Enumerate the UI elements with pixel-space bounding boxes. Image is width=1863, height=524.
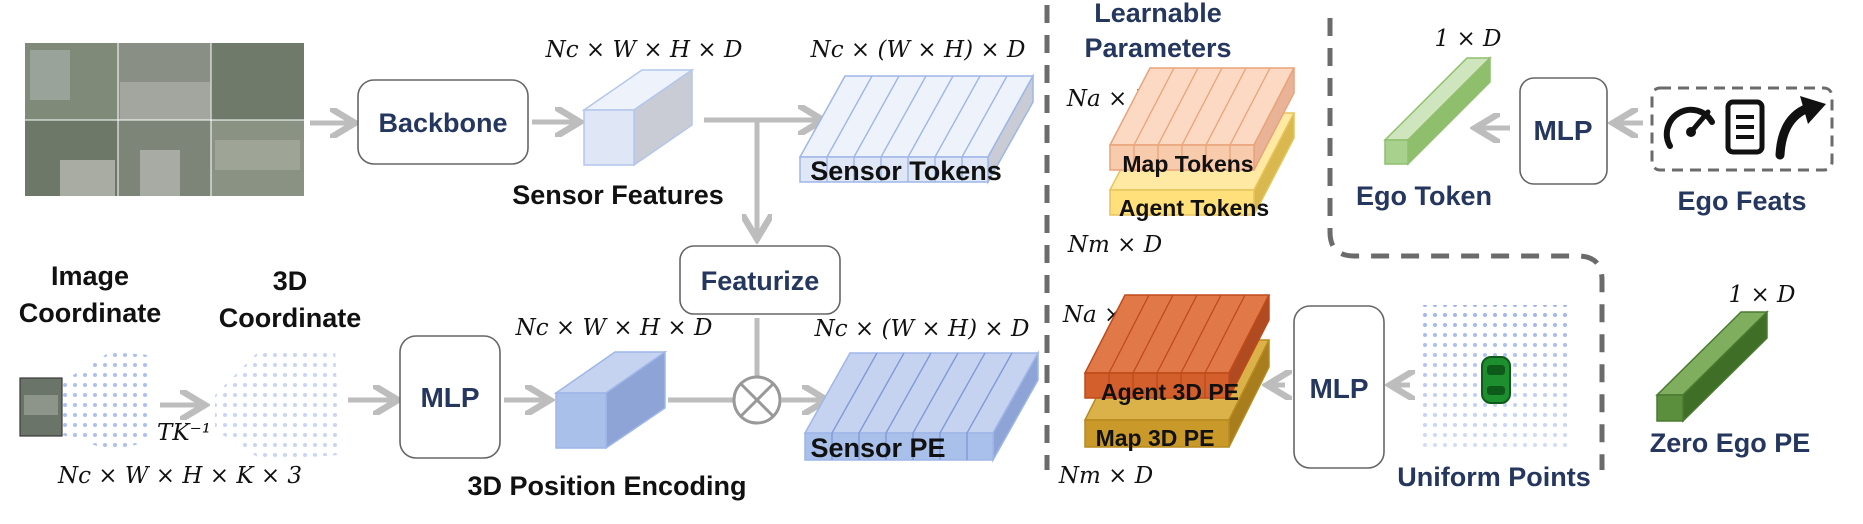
document-icon (1725, 99, 1765, 155)
map-tokens-slab (1108, 67, 1296, 171)
image-coordinate-label-2: Coordinate (19, 298, 162, 328)
ego-feats-label: Ego Feats (1677, 186, 1806, 216)
uniform-points-label: Uniform Points (1397, 462, 1591, 492)
coord3d-label-2: Coordinate (219, 303, 362, 333)
agent-3d-pe-label: Agent 3D PE (1101, 379, 1239, 405)
sensor-tokens-slab (798, 73, 1035, 185)
mlp-label-left: MLP (420, 382, 479, 413)
coord3d-label-1: 3D (273, 266, 308, 296)
mlp-label-middle: MLP (1309, 373, 1368, 404)
mlp-box-left: MLP (399, 335, 501, 459)
backbone-label: Backbone (378, 108, 507, 138)
coord-dims-label: Nc × W × H × K × 3 (57, 463, 302, 489)
ego-token-prism (1383, 56, 1492, 166)
mlp-box-ego: MLP (1519, 77, 1608, 185)
ego-token-label: Ego Token (1356, 181, 1492, 211)
image-coordinate-label-1: Image (51, 261, 129, 291)
nm-d-top-label: Nm × D (1067, 232, 1162, 258)
featurize-label: Featurize (701, 266, 820, 296)
map-tokens-label: Map Tokens (1122, 151, 1253, 177)
agent-3d-pe-slab (1083, 294, 1271, 399)
feature-dims-label: Nc × W × H × D (545, 37, 743, 63)
car-icon (1481, 356, 1511, 404)
pe-token-dims-label: Nc × (W × H) × D (814, 316, 1030, 342)
learnable-label-2: Parameters (1084, 33, 1231, 63)
sensor-features-label: Sensor Features (512, 180, 724, 210)
turn-arrow-icon (1775, 96, 1826, 160)
sensor-pe-slab (803, 350, 1040, 463)
pe-feature-dims-label: Nc × W × H × D (515, 315, 713, 341)
ego-dim-label: 1 × D (1435, 26, 1502, 52)
coord3d-pointcloud (215, 348, 340, 460)
sensor-tokens-label: Sensor Tokens (810, 156, 1002, 186)
zero-ego-pe-prism (1655, 310, 1769, 423)
pe-cube (553, 350, 668, 450)
zero-ego-pe-label: Zero Ego PE (1650, 428, 1811, 458)
zero-ego-dim-label: 1 × D (1729, 282, 1796, 308)
map-3d-pe-label: Map 3D PE (1096, 425, 1215, 451)
speedometer-icon (1663, 106, 1715, 149)
agent-tokens-label: Agent Tokens (1119, 195, 1269, 221)
mlp-box-middle: MLP (1293, 305, 1385, 469)
token-dims-label: Nc × (W × H) × D (810, 37, 1026, 63)
pos-encoding-label: 3D Position Encoding (467, 471, 746, 501)
sensor-pe-label: Sensor PE (810, 433, 945, 463)
learnable-label-1: Learnable (1094, 0, 1222, 28)
backbone-box: Backbone (357, 79, 529, 165)
multiply-circle-icon (732, 375, 782, 425)
sensor-features-cube (581, 68, 695, 167)
dashed-divider-ego (1327, 18, 1605, 470)
mlp-label-ego: MLP (1533, 115, 1592, 146)
nm-d-bottom-label: Nm × D (1058, 463, 1153, 489)
featurize-box: Featurize (679, 245, 841, 315)
image-frustum (19, 352, 150, 450)
camera-views-image (25, 43, 304, 196)
transform-label: TK⁻¹ (157, 420, 211, 446)
